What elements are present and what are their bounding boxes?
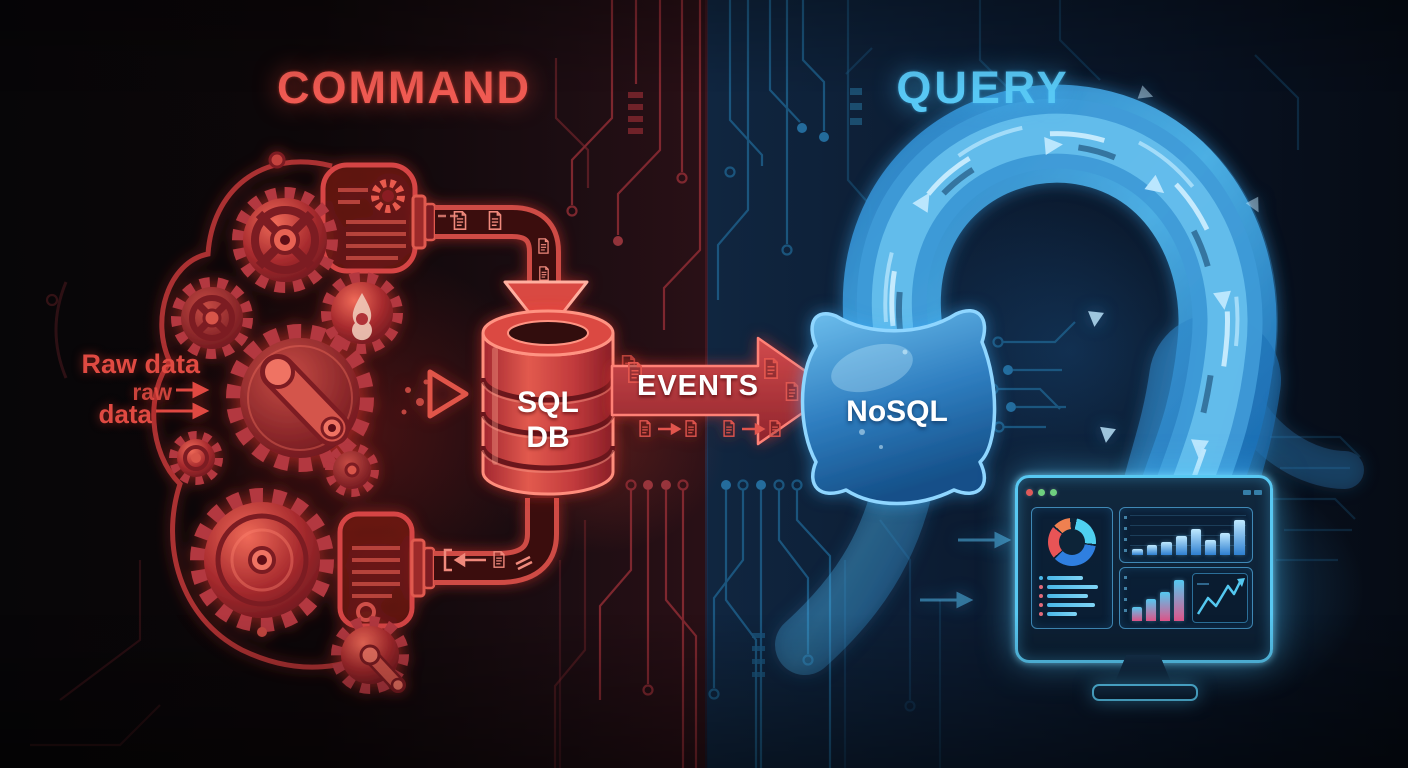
gear-icon — [232, 187, 338, 293]
sql-db-label-line2: DB — [526, 421, 570, 454]
raw-data-label: Raw data — [81, 349, 200, 379]
bar-chart-panel — [1119, 507, 1253, 563]
axis-ticks — [1124, 516, 1127, 554]
gear-icon — [321, 272, 403, 354]
gear-icon — [226, 324, 374, 472]
gear-icon — [190, 488, 334, 637]
nosql-label: NoSQL — [846, 395, 948, 428]
sql-db-label-line1: SQL — [517, 386, 579, 419]
flow-arrowhead-icon — [912, 85, 1259, 458]
sql-db-cylinder-icon — [480, 309, 636, 496]
circuit-traces-left-icon — [30, 0, 702, 768]
donut-hole — [1059, 529, 1085, 555]
raw-data-arrows-icon — [156, 369, 469, 420]
query-title: QUERY — [896, 62, 1070, 113]
data-stream-swirl-icon — [775, 84, 1364, 675]
command-title: COMMAND — [277, 62, 531, 113]
gear-icon — [169, 431, 223, 485]
side-arrow-icon — [920, 531, 1012, 609]
nosql-pillow-icon — [800, 309, 997, 506]
window-titlebar — [1026, 484, 1262, 500]
gear-icon — [171, 277, 253, 359]
line-chart-icon — [1196, 578, 1245, 615]
bar-chart-icon — [1132, 515, 1245, 555]
donut-chart-icon — [1048, 518, 1096, 566]
gear-icon — [325, 443, 379, 497]
monitor-base — [1092, 684, 1198, 701]
raw-label: raw — [132, 379, 172, 405]
window-controls-icon — [1243, 489, 1262, 495]
data-label: data — [98, 399, 152, 429]
line-chart-panel — [1192, 573, 1248, 623]
trend-panel — [1119, 567, 1253, 629]
axis-ticks — [1124, 576, 1127, 620]
command-machine-icon — [151, 151, 589, 694]
trend-arrowhead-icon — [1237, 578, 1245, 587]
gradient-bar-chart-icon — [1132, 575, 1184, 621]
legend-list — [1039, 576, 1105, 621]
donut-panel — [1031, 507, 1113, 629]
events-arrow-icon — [610, 336, 836, 446]
window-dots — [1026, 488, 1057, 496]
gear-icon — [331, 616, 409, 694]
events-label: EVENTS — [636, 370, 760, 402]
dashboard-monitor — [1015, 475, 1273, 663]
